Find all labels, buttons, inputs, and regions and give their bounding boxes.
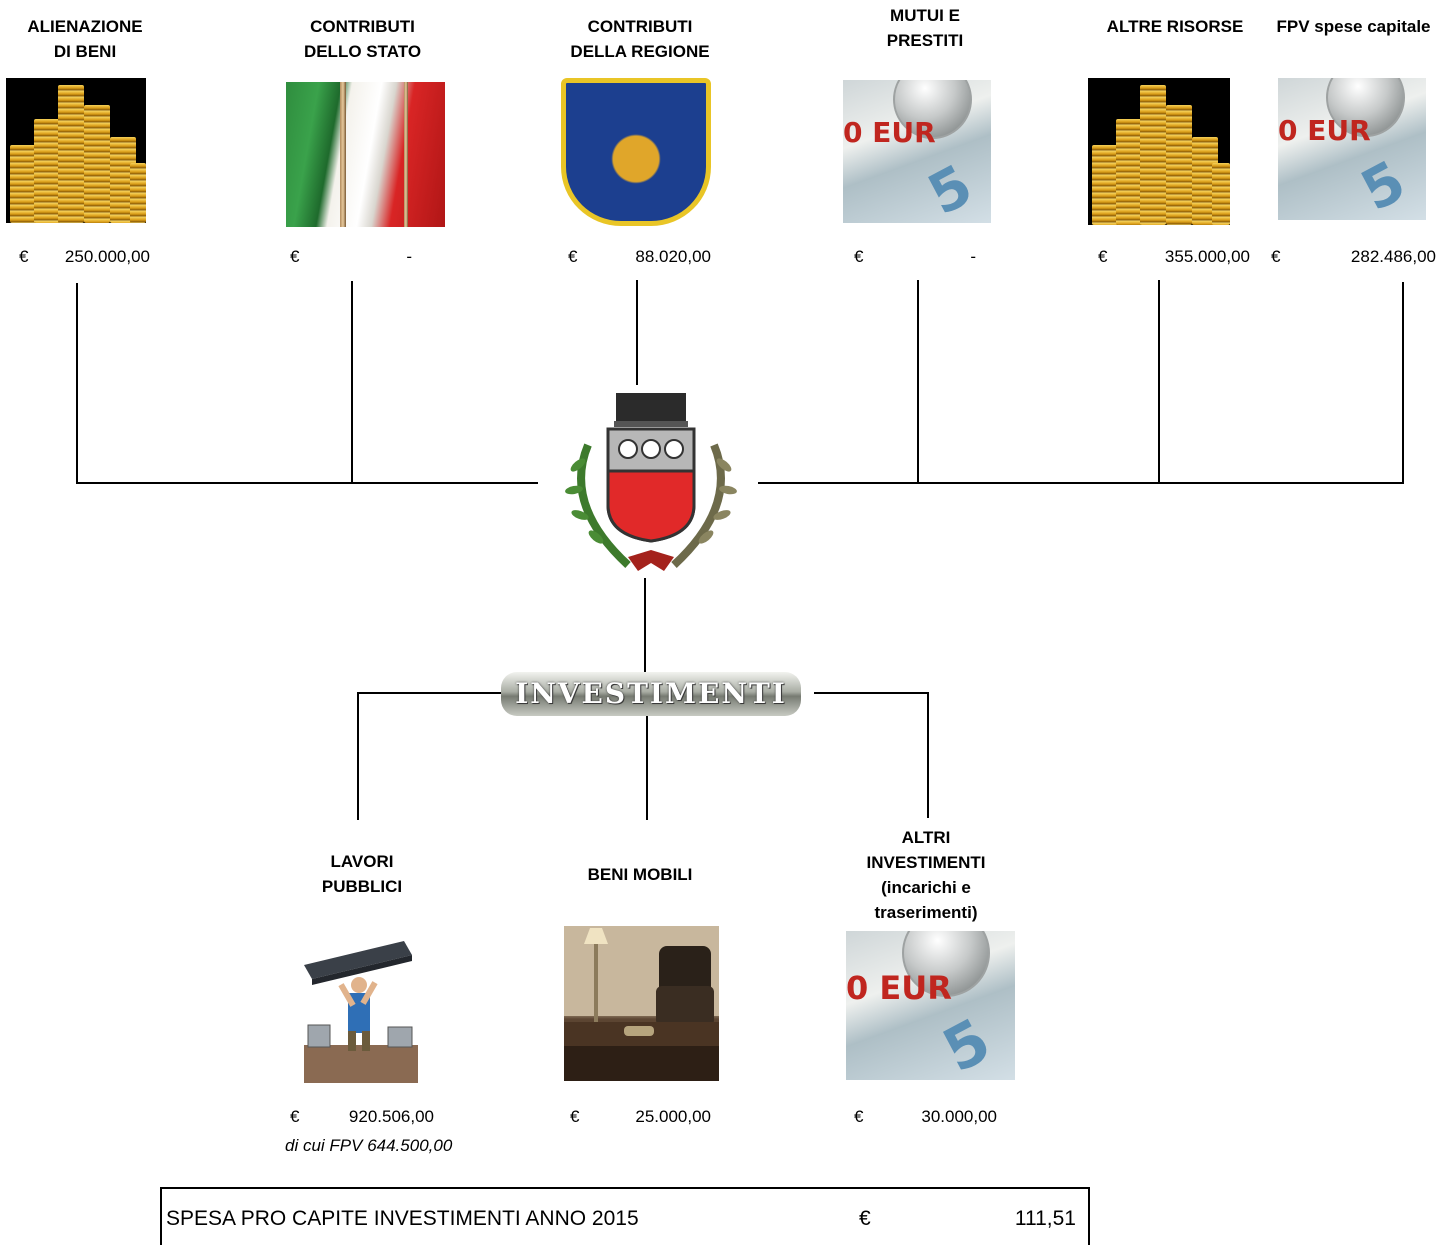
- euro-banknotes-icon: 0 EUR 5: [1278, 78, 1426, 220]
- connector-line: [1402, 282, 1404, 483]
- use-note: di cui FPV 644.500,00: [285, 1136, 453, 1155]
- source-amount: -: [406, 247, 412, 266]
- connector-line: [758, 482, 1404, 484]
- connector-line: [917, 280, 919, 483]
- municipal-coat-of-arms-icon: [558, 385, 744, 577]
- source-currency: €: [1098, 247, 1108, 266]
- source-heading: MUTUI E PRESTITI: [886, 6, 964, 50]
- connector-line: [646, 716, 648, 820]
- connector-line: [1158, 280, 1160, 483]
- connector-line: [814, 692, 929, 694]
- source-currency: €: [568, 247, 578, 266]
- source-currency: €: [19, 247, 29, 266]
- source-amount: 250.000,00: [64, 247, 150, 266]
- summary-currency: €: [859, 1207, 871, 1230]
- use-heading: ALTRI INVESTIMENTI (incarichi e traserim…: [866, 828, 986, 922]
- investimenti-banner: INVESTIMENTI: [501, 672, 801, 716]
- summary-value: 111,51: [1014, 1207, 1076, 1230]
- use-heading: LAVORI PUBBLICI: [321, 852, 403, 896]
- source-heading: CONTRIBUTI DELLA REGIONE: [570, 17, 710, 61]
- summary-label: SPESA PRO CAPITE INVESTIMENTI ANNO 2015: [166, 1207, 639, 1230]
- source-currency: €: [1271, 247, 1281, 266]
- source-amount: 282.486,00: [1350, 247, 1436, 266]
- source-currency: €: [854, 247, 864, 266]
- use-currency: €: [570, 1107, 580, 1126]
- source-amount: 355.000,00: [1164, 247, 1250, 266]
- connector-line: [76, 482, 538, 484]
- euro-banknotes-icon: 0 EUR 5: [846, 931, 1015, 1080]
- connector-line: [636, 280, 638, 388]
- source-heading: ALTRE RISORSE: [1106, 17, 1244, 36]
- source-amount: -: [970, 247, 976, 266]
- connector-line: [357, 692, 501, 694]
- use-currency: €: [290, 1107, 300, 1126]
- use-amount: 920.506,00: [348, 1107, 434, 1126]
- connector-line: [351, 281, 353, 483]
- connector-line: [76, 283, 78, 483]
- source-currency: €: [290, 247, 300, 266]
- italian-flag-icon: [286, 82, 445, 227]
- use-currency: €: [854, 1107, 864, 1126]
- euro-banknotes-icon: 0 EUR 5: [843, 80, 991, 223]
- connector-line: [927, 692, 929, 818]
- gold-coins-icon: [1088, 78, 1230, 225]
- regional-coat-of-arms-icon: [557, 76, 715, 232]
- office-furniture-icon: [564, 926, 719, 1081]
- source-heading: ALIENAZIONE DI BENI: [27, 17, 143, 61]
- use-amount: 30.000,00: [921, 1107, 997, 1126]
- gold-coins-icon: [6, 78, 146, 223]
- use-heading: BENI MOBILI: [587, 865, 693, 884]
- connector-line: [644, 578, 646, 675]
- use-amount: 25.000,00: [635, 1107, 711, 1126]
- construction-worker-icon: [304, 937, 418, 1083]
- connector-line: [357, 692, 359, 820]
- source-heading: CONTRIBUTI DELLO STATO: [303, 17, 422, 61]
- source-amount: 88.020,00: [635, 247, 711, 266]
- summary-box: SPESA PRO CAPITE INVESTIMENTI ANNO 2015 …: [160, 1187, 1090, 1245]
- source-heading: FPV spese capitale: [1276, 17, 1431, 36]
